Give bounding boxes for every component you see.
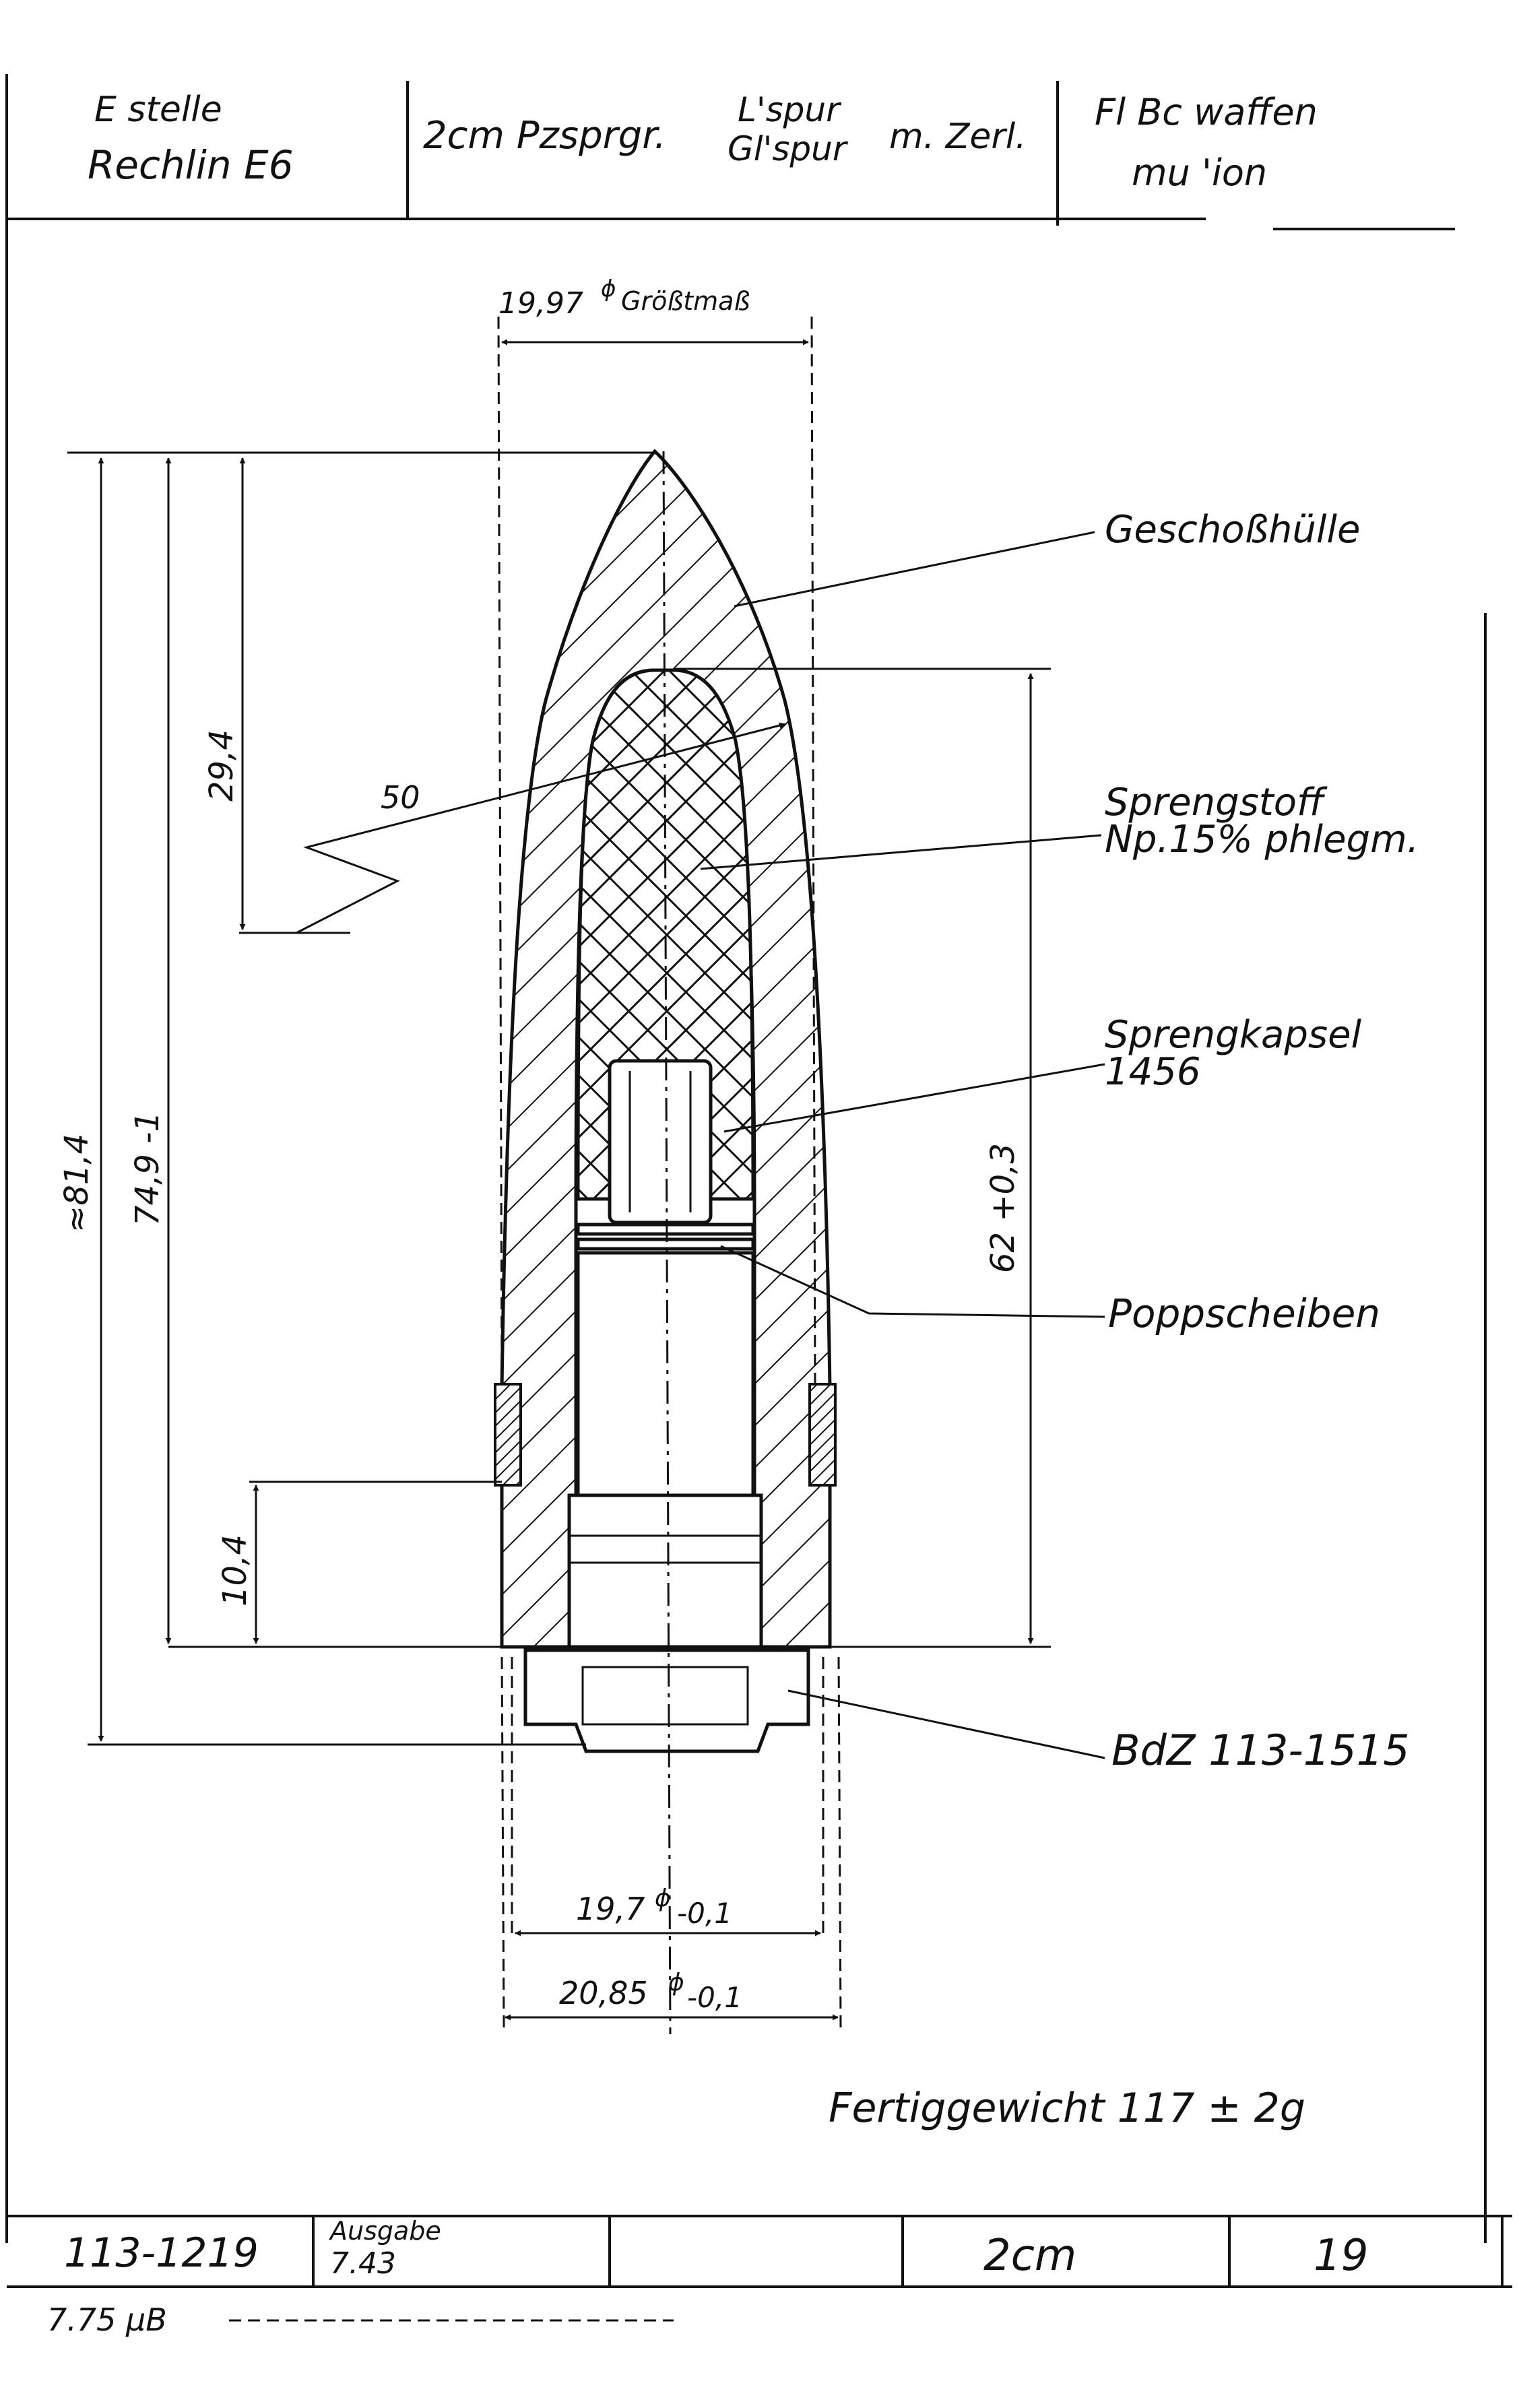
dim-nose-radius xyxy=(296,722,785,934)
header-cell2-lower: Gl'spur xyxy=(728,129,849,168)
drawing-frame xyxy=(5,74,1487,2243)
dim-phi-symbol: ϕ xyxy=(655,1885,671,1912)
dim-phi-symbol: ϕ xyxy=(668,1969,684,1996)
dim-nose-length-value: 29,4 xyxy=(203,729,240,802)
leader-shell xyxy=(734,531,1095,608)
label-shell: Geschoßhülle xyxy=(1105,508,1360,552)
footer-block: 113-1219 Ausgabe 7.43 2cm 19 7.75 μB xyxy=(7,2215,1512,2338)
finished-weight: Fertiggewicht 117 ± 2g xyxy=(829,2085,1305,2132)
dimension-labels: 19,97 ϕ Größtmaß 50 29,4 ≈81,4 74,9 -1 1… xyxy=(58,275,1022,2014)
leader-discs xyxy=(720,1245,1105,1318)
dim-body-length-value: 74,9 -1 xyxy=(129,1111,166,1226)
dim-base-dia-1-value: 19,7 xyxy=(576,1891,645,1927)
extension-line-left xyxy=(497,316,503,1388)
label-explosive-line1: Sprengstoff xyxy=(1105,781,1328,824)
lower-chamber xyxy=(576,1251,755,1497)
dim-band-height-value: 10,4 xyxy=(216,1534,254,1606)
dim-base-dia-2-tol: -0,1 xyxy=(687,1981,742,2014)
dimension-lines xyxy=(98,339,1034,2021)
header-cell1-line1: E stelle xyxy=(94,90,222,130)
header-cell3-line1: Fl Bc waffen xyxy=(1095,91,1318,133)
footer-sheet: 19 xyxy=(1314,2231,1368,2281)
header-cell3-line2: mu 'ion xyxy=(1132,152,1267,194)
label-fuze: BdZ 113-1515 xyxy=(1111,1726,1410,1775)
construction-lines xyxy=(67,316,1051,2035)
leader-lines xyxy=(700,531,1105,1759)
leader-fuze xyxy=(787,1689,1105,1759)
footer-caliber: 2cm xyxy=(983,2231,1076,2281)
dim-base-dia-1-tol: -0,1 xyxy=(677,1897,732,1930)
leader-detonator xyxy=(723,1063,1105,1133)
dim-nose-radius-value: 50 xyxy=(381,779,420,816)
footer-drawing-number: 113-1219 xyxy=(64,2230,259,2277)
extension-line xyxy=(500,1656,505,2028)
base-fuze xyxy=(523,1648,810,1753)
pop-disc xyxy=(576,1237,755,1251)
header-block: E stelle Rechlin E6 2cm Pzsprgr. L'spur … xyxy=(88,90,1318,194)
label-discs: Poppscheiben xyxy=(1108,1291,1380,1336)
label-detonator-line2: 1456 xyxy=(1105,1050,1201,1094)
part-labels: Geschoßhülle Sprengstoff Np.15% phlegm. … xyxy=(1105,508,1419,1775)
base-fuze-inner xyxy=(581,1666,749,1726)
label-detonator-line1: Sprengkapsel xyxy=(1105,1013,1362,1057)
centerline xyxy=(662,451,672,2035)
dim-top-width-value: 19,97 xyxy=(498,286,583,321)
label-explosive-line2: Np.15% phlegm. xyxy=(1105,818,1419,861)
header-cell2-upper: L'spur xyxy=(738,90,842,129)
dim-overall-length-value: ≈81,4 xyxy=(58,1134,96,1233)
extension-line-right xyxy=(810,316,816,1388)
dim-base-dia-2-value: 20,85 xyxy=(559,1975,648,2011)
pop-disc xyxy=(576,1223,755,1236)
base-thread xyxy=(567,1493,763,1649)
dim-phi-symbol: ϕ xyxy=(601,275,616,302)
header-cell1-line2: Rechlin E6 xyxy=(88,142,294,188)
extension-line xyxy=(837,1656,842,2028)
dim-charge-length-value: 62 +0,3 xyxy=(984,1143,1022,1273)
driving-band-left xyxy=(494,1383,522,1487)
header-cell2-main: 2cm Pzsprgr. xyxy=(423,114,666,158)
driving-band-right xyxy=(808,1383,837,1487)
header-cell2-suffix: m. Zerl. xyxy=(889,117,1027,157)
footer-issue-date: 7.43 xyxy=(330,2246,396,2281)
detonator-capsule xyxy=(608,1059,713,1225)
dim-top-width-note: Größtmaß xyxy=(621,286,750,316)
leader-explosive xyxy=(700,834,1102,870)
footer-issue-label: Ausgabe xyxy=(328,2216,441,2246)
footer-note: 7.75 μB xyxy=(47,2302,167,2338)
